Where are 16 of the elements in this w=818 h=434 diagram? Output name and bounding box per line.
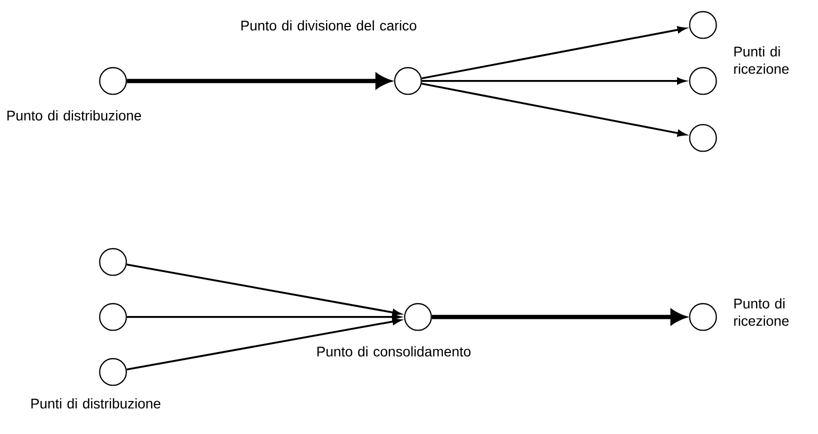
arrow (126, 264, 401, 316)
node-label: Punti di distribuzione (31, 398, 160, 409)
circle-node (99, 248, 127, 276)
node-label: Punto di distribuzione (7, 110, 142, 121)
arrow (422, 26, 686, 80)
node-label: Punto di consolidamento (317, 346, 471, 357)
circle-node (99, 303, 127, 331)
arrow (126, 318, 401, 370)
arrow (126, 314, 401, 320)
node-label: Punti di ricezione (734, 46, 789, 74)
circle-node (689, 124, 717, 152)
arrow (422, 78, 686, 84)
node-label: Punto di divisione del carico (241, 20, 416, 31)
node-label: Punto di ricezione (734, 298, 789, 326)
circle-node (689, 11, 717, 39)
arrow (422, 82, 686, 137)
